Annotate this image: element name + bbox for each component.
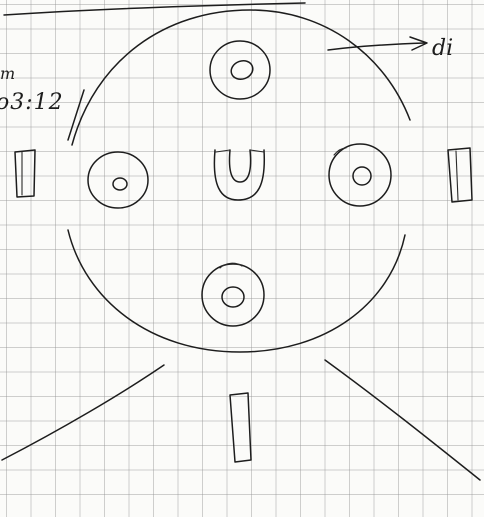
big-circle-upper-arc — [72, 10, 410, 145]
u-shape-center — [214, 150, 264, 200]
ring-left — [88, 152, 148, 208]
big-circle-lower-arc — [68, 230, 405, 352]
bar-outer-right — [448, 148, 472, 202]
ring-top — [210, 41, 270, 99]
annotation-top-right: di — [432, 36, 453, 61]
lower-left-line — [2, 365, 164, 460]
top-line — [4, 3, 305, 15]
annotation-left-small: m — [0, 64, 15, 83]
arrow-shaft — [328, 43, 425, 50]
lower-right-line — [325, 360, 480, 480]
ring-bottom — [202, 263, 264, 326]
bar-below — [230, 393, 251, 462]
annotation-left-time: o3:12 — [0, 90, 64, 115]
bar-outer-left — [15, 150, 35, 197]
ring-right — [329, 144, 391, 206]
